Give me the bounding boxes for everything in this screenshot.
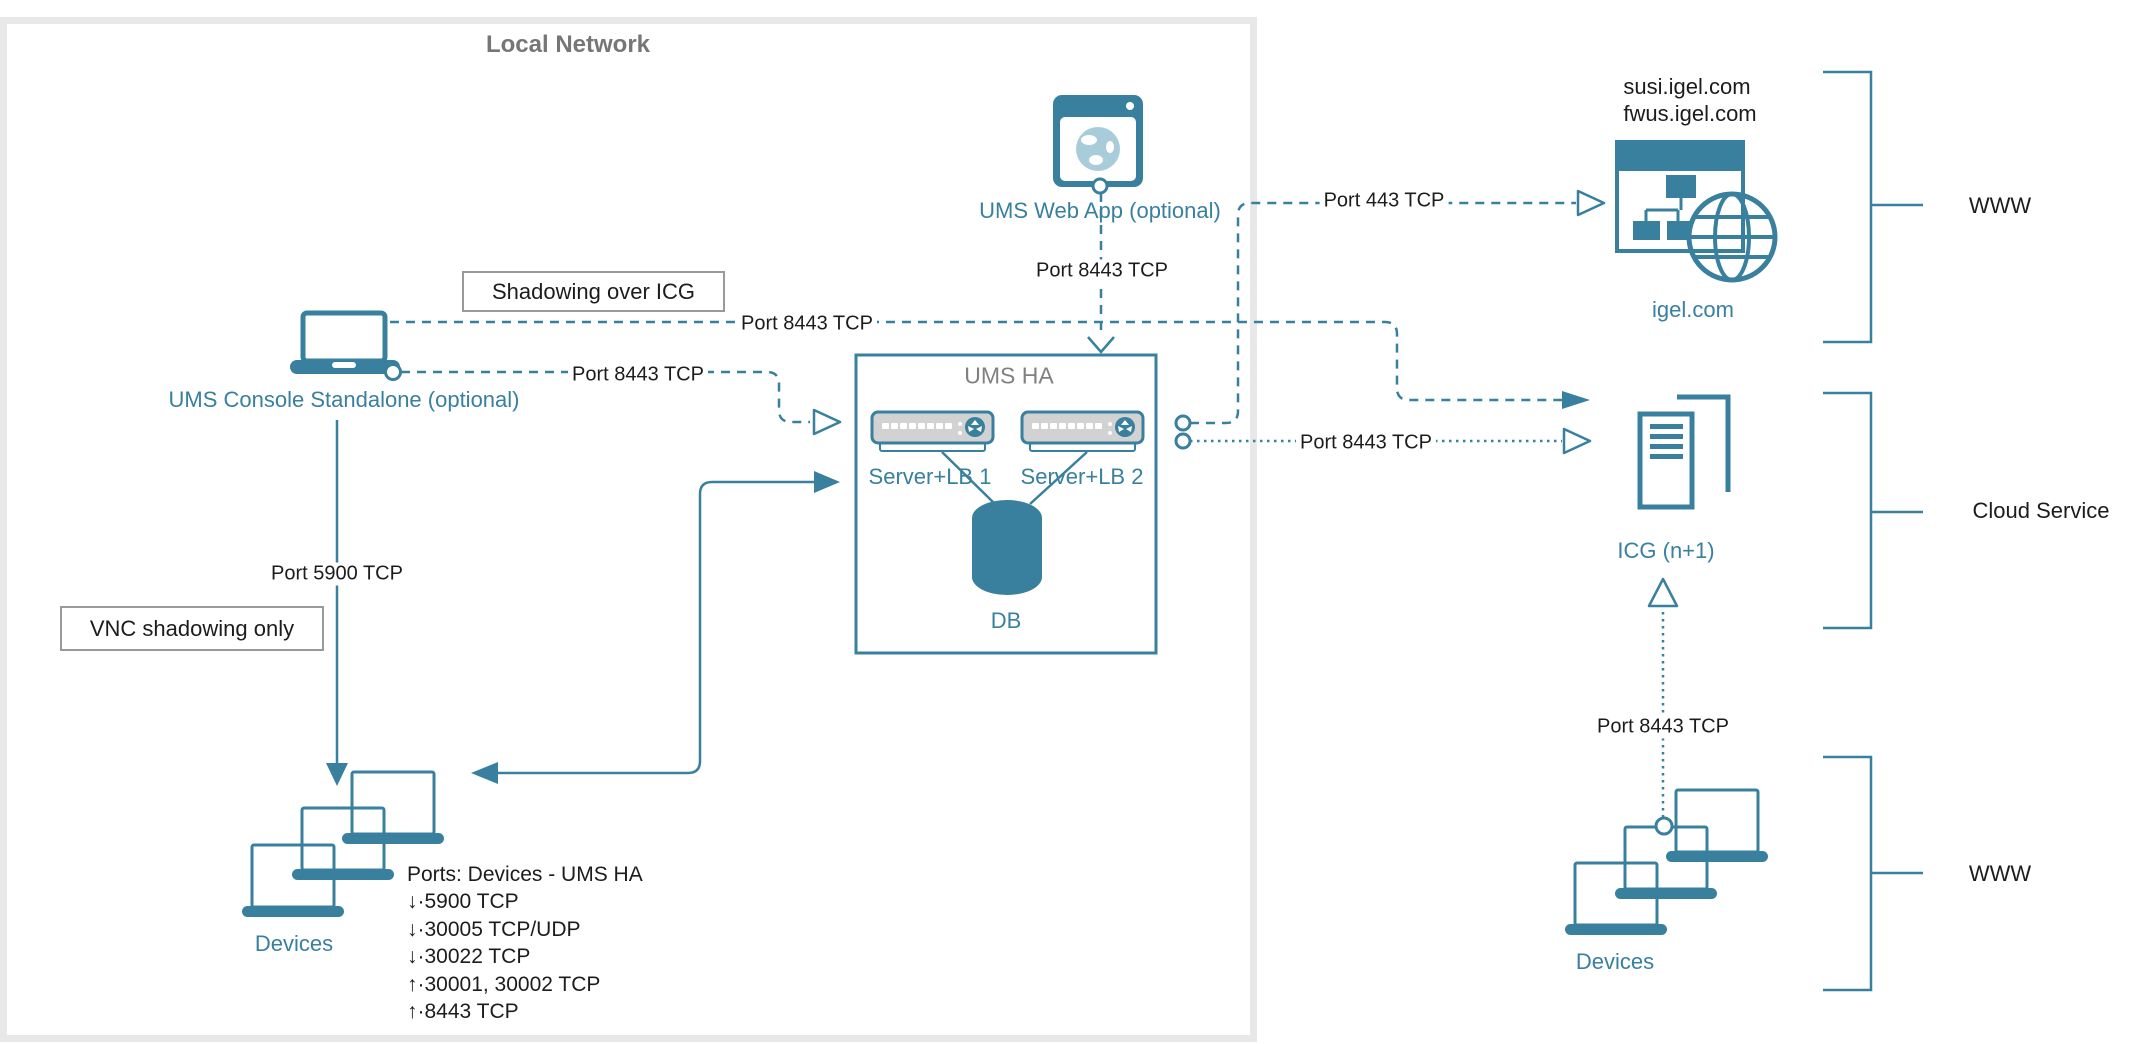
local-network-title: Local Network <box>485 31 651 58</box>
ums-ha-title: UMS HA <box>964 362 1054 389</box>
vnc-callout-text: VNC shadowing only <box>89 615 295 641</box>
shadowing-over-icg-line <box>390 320 1590 409</box>
console-to-devices-line <box>326 420 348 786</box>
igel-domain-2: fwus.igel.com <box>1623 101 1757 126</box>
ums-ha-box <box>854 353 1158 655</box>
devices-right-label: Devices <box>1575 949 1655 974</box>
shadowing-callout-text: Shadowing over ICG <box>492 278 695 304</box>
devices-stack-icon <box>242 770 444 917</box>
browser-globe-icon <box>1053 95 1143 195</box>
icg-port-label: Port 8443 TCP <box>1296 431 1436 455</box>
umsha-connector-1 <box>1174 414 1192 432</box>
devices-stack-icon <box>1565 788 1768 935</box>
server-db-links <box>941 451 1088 505</box>
ports-list-item: ↑·8443 TCP <box>407 1000 519 1024</box>
igel-port-label: Port 443 TCP <box>1319 189 1449 213</box>
ports-list-item: ↓·30022 TCP <box>407 945 531 969</box>
ums-web-app-label: UMS Web App (optional) <box>979 198 1221 223</box>
server-lb2-label: Server+LB 2 <box>1020 464 1144 489</box>
www-bottom-bracket <box>1823 755 1923 992</box>
ums-console-label: UMS Console Standalone (optional) <box>168 387 520 412</box>
local-network-box <box>0 17 1257 1042</box>
ports-list-item: ↑·30001, 30002 TCP <box>407 972 601 996</box>
ports-list-title: Ports: Devices - UMS HA <box>407 863 643 886</box>
devices-umsha-line <box>471 471 840 784</box>
umsha-to-igel-line <box>1190 189 1606 425</box>
cloud-service-bracket <box>1823 391 1923 630</box>
igel-domain-1: susi.igel.com <box>1623 74 1751 99</box>
www-bottom-label: WWW <box>1968 861 2032 886</box>
webapp-port-label: Port 8443 TCP <box>1032 259 1172 283</box>
vnc-callout: VNC shadowing only <box>60 606 324 651</box>
devices-connector <box>1654 816 1674 836</box>
icg-server-icon <box>1637 394 1731 510</box>
igel-com-label: igel.com <box>1652 297 1734 322</box>
database-icon <box>972 500 1042 595</box>
shadowing-callout: Shadowing over ICG <box>462 271 725 312</box>
ports-list-item: ↓·30005 TCP/UDP <box>407 917 581 941</box>
ports-list-item: ↓·5900 TCP <box>407 890 519 914</box>
www-top-bracket <box>1823 70 1923 344</box>
laptop-icon <box>290 310 402 381</box>
console-to-umsha-line <box>401 370 842 436</box>
umsha-connector-2 <box>1174 432 1192 450</box>
www-top-label: WWW <box>1968 193 2032 218</box>
devices-to-icg-line <box>1647 577 1679 817</box>
console-port-label: Port 8443 TCP <box>568 363 708 387</box>
server-lb-icon <box>1020 410 1145 452</box>
server-lb-icon <box>870 410 995 452</box>
db-label: DB <box>990 608 1022 633</box>
umsha-to-icg-line <box>1190 427 1592 455</box>
cloud-service-label: Cloud Service <box>1972 498 2110 523</box>
vnc-port-label: Port 5900 TCP <box>267 562 407 586</box>
devices-left-label: Devices <box>254 931 334 956</box>
icg-label: ICG (n+1) <box>1617 538 1715 563</box>
ports-list: Ports: Devices - UMS HA ↓·5900 TCP ↓·300… <box>407 861 643 1025</box>
server-lb1-label: Server+LB 1 <box>868 464 992 489</box>
devices-port-label: Port 8443 TCP <box>1593 715 1733 739</box>
sitemap-globe-icon <box>1615 140 1778 283</box>
shadow-port-label: Port 8443 TCP <box>737 312 877 336</box>
